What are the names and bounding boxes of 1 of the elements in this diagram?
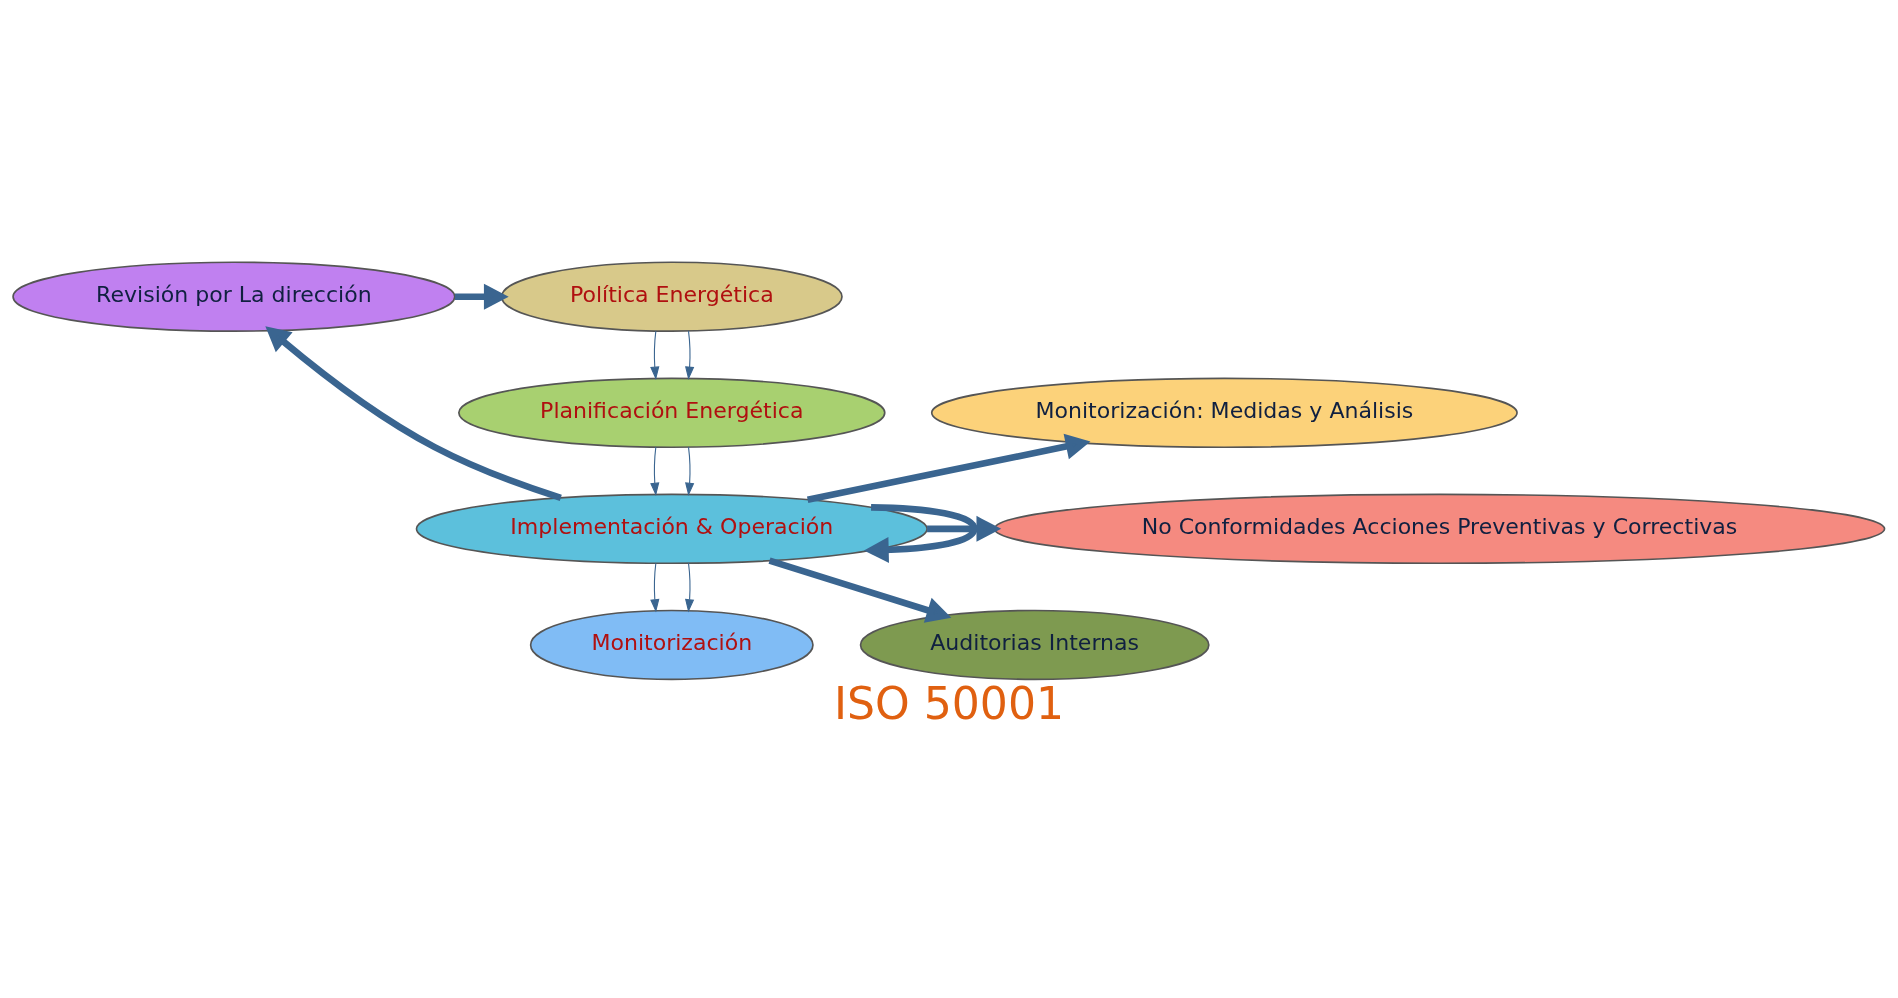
caption: ISO 50001: [833, 677, 1065, 729]
